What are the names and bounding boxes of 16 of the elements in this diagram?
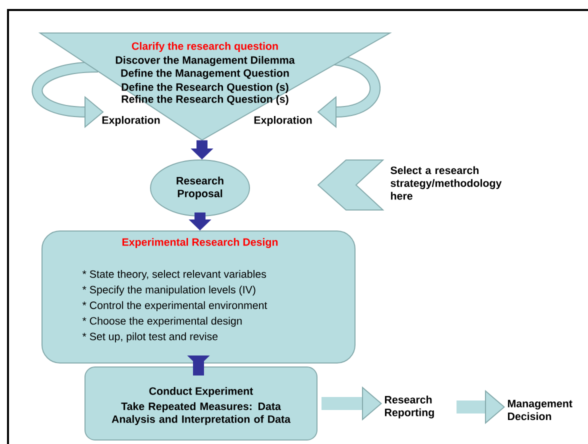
step-text: Management Decision: [508, 400, 572, 420]
question-text: Discover the Management Dilemma: [116, 56, 295, 66]
question-text: Define the Management Question: [121, 69, 289, 79]
step-text: Research Reporting: [384, 396, 434, 418]
bullet-text: * State theory, select relevant variables: [82, 270, 266, 280]
bullet-text: * Control the experimental environment: [82, 301, 268, 312]
bullet-text: * Specify the manipulation levels (IV): [82, 286, 256, 296]
step-text: Select a research strategy/methodology here: [390, 166, 502, 200]
bullet-text: * Choose the experimental design: [82, 316, 242, 327]
question-text: Refine the Research Question (s): [122, 95, 288, 105]
loop-label: Exploration: [102, 116, 160, 126]
process-box: Conduct Experiment Take Repeated Measures: Data Analysis and Interpretation of Data: [84, 366, 318, 440]
bullet-text: * Set up, pilot test and revise: [82, 332, 218, 342]
loop-label: Exploration: [254, 116, 312, 126]
question-text: Define the Research Question (s): [122, 83, 288, 93]
heading: Clarify the research question: [132, 42, 278, 52]
